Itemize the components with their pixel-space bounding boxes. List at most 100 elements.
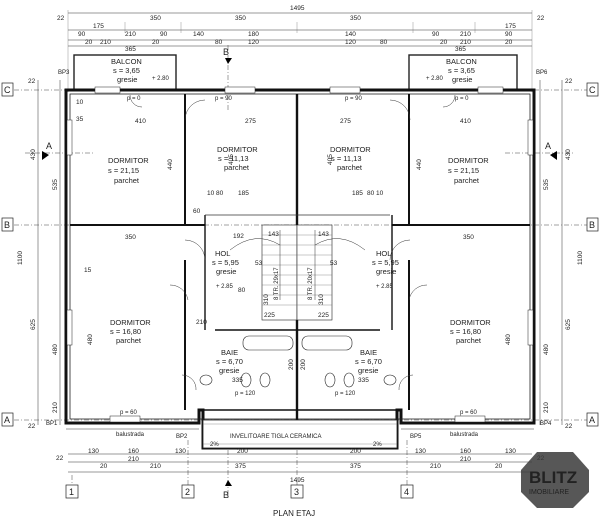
dim-bottom: 210: [128, 456, 139, 463]
svg-text:gresie: gresie: [219, 366, 239, 375]
dim-top: 90: [160, 31, 168, 38]
plan-title: PLAN ETAJ: [273, 509, 315, 518]
dim-bottom: 130: [415, 448, 426, 455]
axis-row-b-left: B: [4, 220, 10, 230]
svg-text:s = 11,13: s = 11,13: [218, 154, 249, 163]
dim-left: 1100: [17, 251, 24, 265]
logo-sub: IMOBILIARE: [529, 489, 569, 496]
svg-text:gresie: gresie: [452, 75, 472, 84]
right-dimensions: 22 430 535 1100 625 480 210 22: [539, 78, 584, 430]
dim-top: 140: [193, 31, 204, 38]
dim-bottom: 210: [430, 463, 441, 470]
svg-text:480: 480: [87, 334, 94, 345]
dim-bottom: 130: [505, 448, 516, 455]
roof-terrace: INVELITOARE TIGLA CERAMICA 2% 2% balustr…: [46, 419, 552, 449]
logo-word: BLITZ: [529, 468, 577, 487]
dim-bottom: 200: [350, 448, 361, 455]
left-dimensions: 22 430 535 1100 625 480 210 22: [17, 78, 61, 430]
svg-text:310: 310: [263, 294, 270, 305]
stairs: 8 TR. 20x17 8 TR. 29x17: [229, 224, 366, 321]
svg-text:80 10: 80 10: [367, 190, 384, 197]
svg-text:53: 53: [255, 260, 263, 267]
dim-top: 80: [380, 39, 388, 46]
svg-text:185: 185: [238, 190, 249, 197]
svg-text:BAIE: BAIE: [360, 348, 377, 357]
svg-text:s = 5,95: s = 5,95: [372, 258, 399, 267]
dim-top: 90: [78, 31, 86, 38]
axis-col-2: 2: [185, 487, 190, 497]
svg-text:DORMITOR: DORMITOR: [448, 156, 489, 165]
dim-bottom: 20: [495, 463, 503, 470]
inner-dimensions: 410 275 275 410 440 405 405 440 350 192 …: [76, 96, 512, 416]
svg-text:DORMITOR: DORMITOR: [108, 156, 149, 165]
room-baie-left: BAIE s = 6,70 gresie: [216, 348, 243, 375]
bp-label: BP4: [540, 421, 552, 427]
svg-text:35: 35: [76, 116, 84, 123]
svg-text:s = 6,70: s = 6,70: [216, 357, 243, 366]
axis-row-a-right: A: [589, 415, 595, 425]
svg-text:200: 200: [300, 359, 307, 370]
svg-text:parchet: parchet: [337, 163, 363, 172]
svg-text:p = 60: p = 60: [120, 410, 138, 416]
dim-top: 140: [345, 31, 356, 38]
section-b-bottom: B: [223, 490, 229, 500]
svg-text:s = 6,70: s = 6,70: [355, 357, 382, 366]
bottom-dimensions: 22 130 160 210 130 200 200 130 210 160 1…: [56, 448, 545, 484]
svg-text:192: 192: [233, 233, 244, 240]
room-dormitor-2: DORMITOR s = 11,13 parchet: [217, 145, 258, 172]
room-dormitor-1: DORMITOR s = 21,15 parchet: [108, 156, 149, 185]
dim-right: 480: [543, 344, 550, 355]
svg-text:s = 21,15: s = 21,15: [448, 166, 479, 175]
axis-col-1: 1: [69, 487, 74, 497]
dim-top: 22: [537, 15, 545, 22]
bp-label: BP5: [410, 434, 422, 440]
svg-text:s = 16,80: s = 16,80: [110, 327, 141, 336]
dim-right: 1100: [577, 251, 584, 265]
dim-top: 80: [215, 39, 223, 46]
svg-text:143: 143: [268, 231, 279, 238]
dim-left: 210: [52, 402, 59, 413]
svg-text:60: 60: [193, 208, 201, 215]
dim-top: 175: [93, 23, 104, 30]
section-a-right: A: [545, 141, 551, 151]
slope-label: 2%: [373, 442, 382, 448]
svg-text:s = 16,80: s = 16,80: [450, 327, 481, 336]
svg-text:275: 275: [245, 118, 256, 125]
svg-text:53: 53: [330, 260, 338, 267]
svg-text:200: 200: [288, 359, 295, 370]
svg-text:DORMITOR: DORMITOR: [330, 145, 371, 154]
dim-top: 350: [235, 15, 246, 22]
dim-left: 480: [52, 344, 59, 355]
axis-col-3: 3: [294, 487, 299, 497]
svg-text:DORMITOR: DORMITOR: [450, 318, 491, 327]
dim-top: 210: [460, 39, 471, 46]
svg-text:+ 2.80: + 2.80: [152, 76, 170, 82]
svg-text:parchet: parchet: [454, 176, 480, 185]
svg-text:parchet: parchet: [116, 336, 142, 345]
dim-top: 22: [57, 15, 65, 22]
svg-text:p = 90: p = 90: [345, 96, 363, 102]
svg-text:185: 185: [352, 190, 363, 197]
dim-top: 365: [125, 46, 136, 53]
svg-text:225: 225: [264, 312, 275, 319]
stair-note: 8 TR. 20x17: [308, 267, 314, 300]
svg-text:+ 2.85: + 2.85: [376, 284, 394, 290]
svg-text:80: 80: [238, 287, 246, 294]
axis-row-c-left: C: [4, 85, 11, 95]
svg-text:s = 21,15: s = 21,15: [108, 166, 139, 175]
svg-text:parchet: parchet: [456, 336, 482, 345]
svg-text:10: 10: [76, 99, 84, 106]
dim-left: 22: [28, 423, 36, 430]
dim-bottom: 160: [128, 448, 139, 455]
svg-text:210: 210: [196, 319, 207, 326]
svg-text:s = 3,65: s = 3,65: [113, 66, 140, 75]
axis-row-c-right: C: [589, 85, 596, 95]
room-hol-left: HOL s = 5,95 gresie + 2.85: [212, 249, 239, 290]
svg-text:p = 120: p = 120: [235, 391, 256, 397]
svg-text:+ 2.80: + 2.80: [426, 76, 444, 82]
dim-left: 22: [28, 78, 36, 85]
dim-bottom: 375: [350, 463, 361, 470]
dim-right: 535: [543, 179, 550, 190]
svg-text:parchet: parchet: [224, 163, 250, 172]
